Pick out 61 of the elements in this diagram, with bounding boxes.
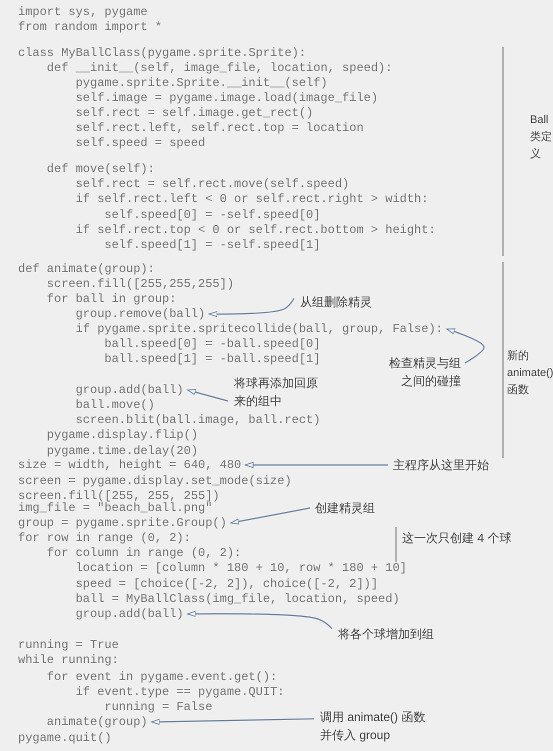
code-line: for ball in group:: [46, 291, 176, 307]
section-label: 新的animate()函数: [507, 348, 553, 398]
code-line: class MyBallClass(pygame.sprite.Sprite):: [18, 45, 306, 61]
code-line: if self.rect.left < 0 or self.rect.right > width:: [76, 191, 428, 207]
code-line: for row in range (0, 2):: [18, 530, 191, 546]
code-line: self.rect.left, self.rect.top = location: [76, 120, 364, 136]
code-line: running = False: [104, 699, 212, 715]
code-line: ball.move(): [76, 397, 155, 413]
code-line: for event in pygame.event.get():: [46, 669, 278, 685]
code-line: animate(group): [46, 714, 148, 730]
code-line: ball.speed[1] = -ball.speed[1]: [104, 351, 320, 367]
code-line: location = [column * 180 + 10, row * 180 + 10]: [76, 560, 407, 576]
code-line: while running:: [18, 652, 119, 668]
code-line: ball.speed[0] = -ball.speed[0]: [104, 336, 320, 352]
code-line: ball = MyBallClass(img_file, location, speed): [76, 591, 400, 607]
code-line: if event.type == pygame.QUIT:: [76, 684, 284, 700]
code-line: pygame.quit(): [18, 730, 112, 746]
annotation: 检查精灵与组之间的碰撞: [383, 354, 461, 390]
code-line: self.speed[1] = -self.speed[1]: [104, 237, 320, 253]
code-line: def __init__(self, image_file, location, speed):: [46, 60, 392, 76]
arrow: [187, 610, 332, 630]
code-line: screen.fill([255,255,255]): [46, 276, 234, 292]
code-line: speed = [choice([-2, 2]), choice([-2, 2])]: [76, 576, 378, 592]
code-line: pygame.time.delay(20): [46, 443, 198, 459]
code-line: screen = pygame.display.set_mode(size): [18, 473, 292, 489]
code-line: group.add(ball): [76, 606, 184, 622]
code-line: group.add(ball): [76, 382, 184, 398]
code-line: if self.rect.top < 0 or self.rect.bottom > height:: [76, 222, 436, 238]
code-line: def move(self):: [46, 161, 155, 177]
annotation: 从组删除精灵: [300, 293, 390, 311]
arrow: [230, 507, 310, 525]
annotation: 调用 animate() 函数并传入 group: [320, 708, 430, 744]
annotation: 将各个球增加到组: [338, 625, 443, 643]
code-line: self.speed = speed: [76, 135, 206, 151]
code-line: running = True: [18, 637, 119, 653]
code-line: self.image = pygame.image.load(image_file): [76, 90, 378, 106]
code-line: def animate(group):: [18, 261, 155, 277]
code-line: group = pygame.sprite.Group(): [18, 515, 227, 531]
code-line: for column in range (0, 2):: [46, 545, 242, 561]
code-line: pygame.sprite.Sprite.__init__(self): [76, 75, 328, 91]
annotation: 主程序从这里开始: [393, 456, 503, 474]
section-label: 这一次只创建 4 个球: [402, 530, 512, 547]
code-line: import sys, pygame: [18, 4, 148, 20]
code-line: group.remove(ball): [76, 306, 206, 322]
code-line: self.rect = self.rect.move(self.speed): [76, 176, 350, 192]
code-line: self.speed[0] = -self.speed[0]: [104, 207, 320, 223]
arrow: [244, 462, 388, 468]
code-line: pygame.display.flip(): [46, 427, 198, 443]
arrow: [208, 298, 295, 318]
code-line: screen.blit(ball.image, ball.rect): [76, 412, 320, 428]
code-line: img_file = "beach_ball.png": [18, 500, 212, 516]
code-line: self.rect = self.image.get_rect(): [76, 105, 314, 121]
arrow: [187, 389, 228, 402]
code-line: if pygame.sprite.spritecollide(ball, group, False):: [76, 321, 443, 337]
annotation: 将球再添加回原来的组中: [234, 374, 322, 410]
arrow: [151, 718, 314, 725]
arrow: [446, 328, 485, 364]
section-label: Ball类定义: [530, 113, 552, 162]
code-line: size = width, height = 640, 480: [18, 457, 242, 473]
annotation: 创建精灵组: [315, 499, 385, 517]
code-line: from random import *: [18, 19, 162, 35]
